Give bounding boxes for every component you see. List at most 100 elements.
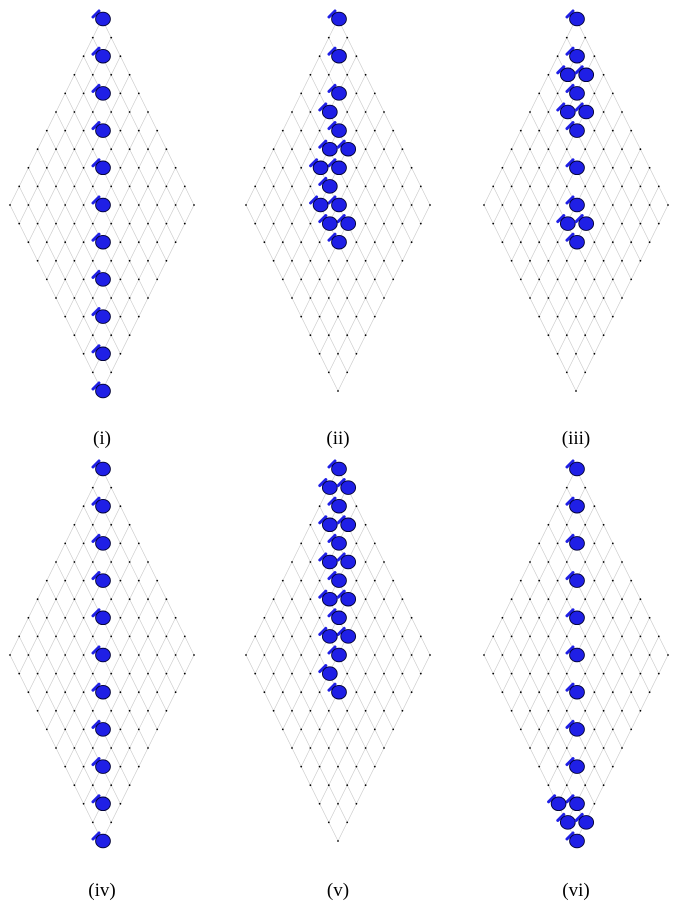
lattice-node [630, 241, 633, 244]
lattice-node [401, 709, 404, 712]
lattice-node [309, 111, 312, 113]
lattice-node [82, 92, 85, 95]
lattice-node [36, 672, 39, 675]
lattice-node [300, 616, 303, 619]
lattice-node [119, 92, 122, 95]
lattice-node [64, 92, 67, 95]
lattice-node [565, 334, 568, 337]
lattice-node [91, 784, 94, 787]
lattice-node [281, 616, 284, 619]
lattice-node [401, 259, 404, 262]
lattice-node [128, 148, 131, 151]
lattice-node [73, 222, 76, 225]
lattice-node [110, 523, 113, 526]
lattice-node [137, 92, 140, 95]
lattice-node [147, 222, 149, 225]
occupied-site [327, 459, 347, 477]
lattice-node [309, 635, 312, 638]
lattice-node [137, 166, 140, 169]
occupied-site [565, 121, 585, 138]
lattice-node [55, 747, 57, 749]
lattice-nodes [245, 18, 431, 392]
lattice-node [91, 111, 94, 113]
lattice-node [55, 148, 57, 151]
lattice-node [547, 523, 550, 526]
lattice-node [529, 598, 531, 601]
lattice-node [529, 222, 531, 225]
lattice-node [119, 654, 122, 656]
lattice-node [327, 73, 330, 76]
lattice-node [410, 241, 413, 244]
lattice-node [501, 616, 504, 619]
lattice-node [55, 709, 57, 712]
lattice-node [73, 784, 76, 787]
occupied-site [565, 533, 585, 551]
lattice-node [355, 166, 358, 169]
lattice-node [575, 278, 577, 281]
lattice-node [538, 579, 541, 582]
lattice-node [621, 635, 623, 638]
occupied-site [565, 46, 585, 64]
lattice-node [309, 185, 312, 188]
lattice-node [602, 334, 605, 337]
lattice-node [593, 616, 596, 619]
lattice-node [64, 579, 67, 582]
lattice-node [82, 542, 85, 545]
occupied-site [327, 682, 347, 700]
lattice-node [137, 579, 140, 582]
lattice-node [337, 840, 339, 842]
lattice-node [300, 315, 303, 318]
lattice-node [373, 542, 376, 545]
occupied-site [556, 812, 576, 830]
lattice-node [556, 129, 559, 132]
lattice-node [529, 747, 531, 749]
lattice-node [291, 672, 293, 675]
lattice-node [165, 672, 168, 675]
lattice-node [355, 579, 358, 582]
lattice-node [547, 709, 550, 712]
occupied-site [91, 459, 111, 477]
lattice-node [602, 185, 605, 188]
lattice-node [73, 111, 76, 113]
occupied-site [91, 831, 111, 849]
lattice-node [110, 297, 113, 299]
lattice-node [128, 784, 131, 787]
lattice-node [128, 111, 131, 113]
occupied-site [91, 46, 111, 64]
lattice-node [346, 73, 349, 76]
lattice-node [245, 204, 247, 206]
lattice-node [519, 204, 522, 206]
lattice-node [337, 278, 339, 281]
lattice-node [401, 222, 404, 225]
lattice-node [602, 672, 605, 675]
lattice-node [483, 654, 485, 656]
lattice-node [119, 241, 122, 244]
lattice-node [327, 334, 330, 337]
lattice-node [639, 672, 642, 675]
lattice-node [383, 635, 385, 638]
lattice-node [556, 616, 559, 619]
lattice-node [373, 579, 376, 582]
lattice-node [119, 579, 122, 582]
lattice-node [128, 334, 131, 337]
occupied-site [318, 176, 338, 194]
lattice-node [556, 765, 559, 768]
lattice-node [36, 185, 39, 188]
lattice-node [383, 185, 385, 188]
lattice-node [82, 802, 85, 805]
lattice-node [602, 222, 605, 225]
lattice-node [611, 691, 614, 694]
lattice-node [327, 297, 330, 299]
lattice-node [281, 278, 284, 281]
occupied-site [91, 269, 111, 287]
lattice-node [82, 352, 85, 355]
lattice-node [392, 728, 395, 731]
lattice-node [281, 241, 284, 244]
lattice-node [667, 204, 669, 206]
lattice-node [337, 765, 339, 768]
lattice-node [630, 579, 633, 582]
lattice-node [119, 505, 122, 508]
lattice-node [519, 241, 522, 244]
lattice-node [648, 241, 651, 244]
lattice-node [392, 579, 395, 582]
